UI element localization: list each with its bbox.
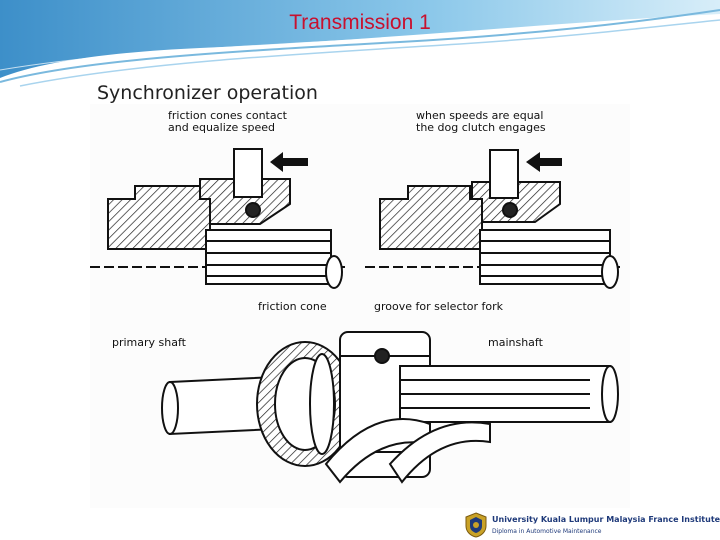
- arrow-left-icon: [270, 152, 308, 172]
- label-primary-shaft: primary shaft: [112, 336, 186, 349]
- arrow-left-icon-2: [526, 152, 562, 172]
- department-name: Diploma in Automotive Maintenance: [492, 528, 602, 535]
- left-cross-section: [90, 148, 345, 289]
- label-groove-selector-fork: groove for selector fork: [374, 300, 504, 313]
- label-friction-cone: friction cone: [258, 300, 327, 313]
- synchronizer-illustration: friction cones contact and equalize spee…: [90, 104, 630, 508]
- exploded-view: [161, 331, 619, 484]
- slide-subtitle: Synchronizer operation: [97, 82, 318, 104]
- label-speeds-equal: when speeds are equal the dog clutch eng…: [416, 109, 546, 134]
- right-cross-section: [365, 149, 620, 289]
- label-mainshaft: mainshaft: [488, 336, 543, 349]
- slide-title: Transmission 1: [289, 11, 431, 34]
- synchronizer-drawing: [90, 104, 630, 508]
- institution-name: University Kuala Lumpur Malaysia France …: [492, 515, 720, 524]
- university-crest-icon: [465, 512, 487, 538]
- footer: University Kuala Lumpur Malaysia France …: [462, 510, 720, 540]
- header-swoosh: [0, 0, 720, 87]
- label-friction-cones-contact: friction cones contact and equalize spee…: [168, 109, 287, 134]
